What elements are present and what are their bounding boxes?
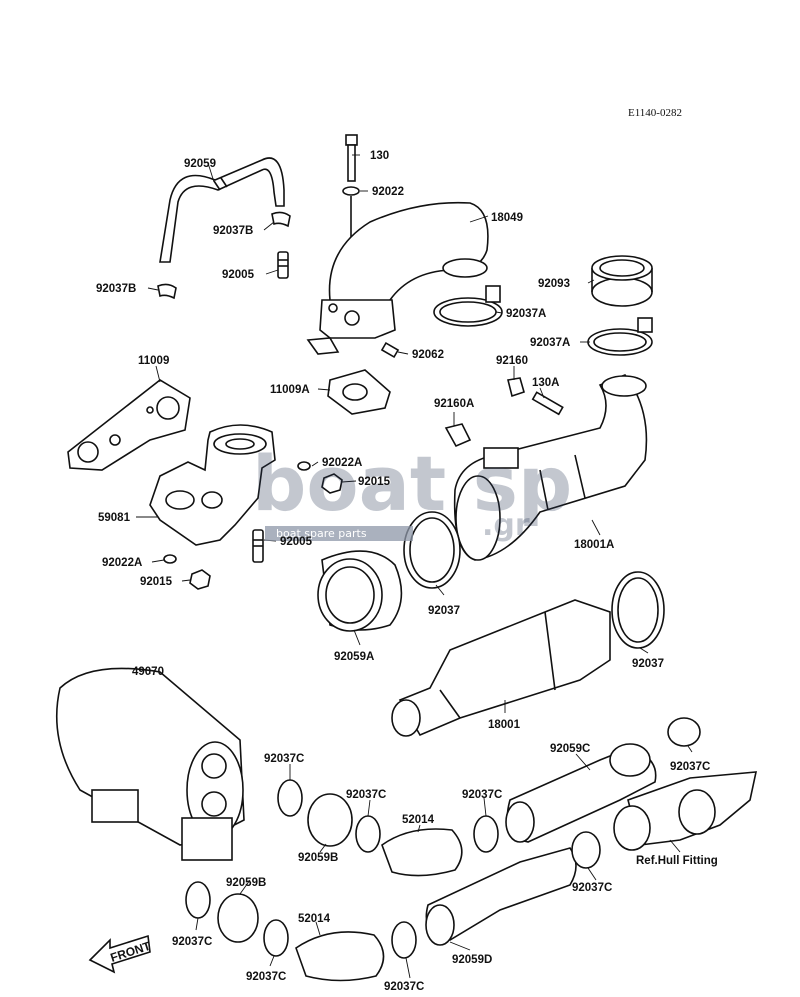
part-label-p29: 92059C <box>550 743 590 755</box>
part-label-p5: 92037B <box>213 225 253 237</box>
part-label-p2: 130 <box>370 150 389 162</box>
nut-92015-lower <box>189 569 211 590</box>
hose-92059b-lower <box>217 893 259 943</box>
part-label-p19: 59081 <box>98 512 131 524</box>
part-label-p31: 92037C <box>264 753 304 765</box>
part-labels: 92059 130 92022 18049 92037B 92005 92037… <box>96 150 718 993</box>
drawing-code: E1140-0282 <box>628 107 682 119</box>
clamp-92037c-b <box>355 815 381 853</box>
part-label-p24: 92037 <box>428 605 460 617</box>
elbow-52014-upper <box>381 828 463 877</box>
part-label-p32: 92037C <box>346 789 386 801</box>
part-label-p23: 92015 <box>140 576 173 588</box>
clamp-92037c-a <box>277 779 303 817</box>
front-arrow-icon <box>88 934 151 974</box>
coupler-92093 <box>591 277 653 307</box>
part-label-p27: 49070 <box>132 666 164 678</box>
fitting-92005-upper <box>277 251 289 279</box>
grommet-92160 <box>507 377 525 398</box>
part-label-p1: 92059 <box>184 158 216 170</box>
part-label-p20: 92005 <box>280 536 313 548</box>
part-label-p16: 92160A <box>434 398 474 410</box>
part-label-p12: 92062 <box>412 349 444 361</box>
bolt-130a <box>531 391 564 416</box>
clamp-92037c-d <box>667 717 701 747</box>
watermark-domain: .gr <box>482 508 530 543</box>
part-label-p37: 92037C <box>572 882 612 894</box>
part-label-p18: 92015 <box>358 476 391 488</box>
clamp-92037b-lower <box>157 283 177 300</box>
part-label-p21: 18001A <box>574 539 614 551</box>
part-label-p22: 92022A <box>102 557 142 569</box>
part-label-p6: 92005 <box>222 269 255 281</box>
clamp-92037c-c <box>473 815 499 853</box>
part-label-p7: 92037B <box>96 283 136 295</box>
clamp-92037c-g <box>391 921 417 959</box>
part-label-p40: 92037C <box>172 936 212 948</box>
watermark-brand: boat sp <box>252 439 572 528</box>
exhaust-pipe-18049 <box>328 201 489 323</box>
washer-92022a-lower <box>163 554 177 564</box>
manifold-59081 <box>149 424 276 546</box>
watermark: boat sp boat spare parts .gr <box>252 439 572 543</box>
part-label-p3: 92022 <box>372 186 404 198</box>
nut-92015-upper <box>321 473 343 494</box>
part-label-p13: 92160 <box>496 355 528 367</box>
clamp-92037c-f <box>263 919 289 957</box>
hose-92059 <box>159 157 285 263</box>
washer-92022 <box>342 186 360 196</box>
part-label-p15: 130A <box>532 377 560 389</box>
part-label-p26: 92037 <box>632 658 664 670</box>
part-label-p11: 11009 <box>138 355 169 367</box>
part-label-p28: 18001 <box>488 719 521 731</box>
grommet-92160a <box>444 423 472 448</box>
exhaust-system-artwork <box>55 134 758 982</box>
hose-92059b-upper <box>307 793 353 847</box>
part-label-p41: 92037C <box>246 971 286 983</box>
clamp-92037c-e <box>185 881 211 919</box>
watermark-tagline: boat spare parts <box>276 527 367 540</box>
part-label-p34: 92037C <box>462 789 502 801</box>
cone-pipe-18001 <box>398 599 611 737</box>
part-label-p35: 92059B <box>298 852 338 864</box>
clamp-92037b-upper <box>271 211 291 228</box>
part-label-p10: 92037A <box>530 337 570 349</box>
part-label-p4: 18049 <box>491 212 523 224</box>
part-label-p36: Ref.Hull Fitting <box>636 855 718 867</box>
bolt-130 <box>345 134 358 146</box>
part-label-p30: 92037C <box>670 761 710 773</box>
part-label-p38: 92059B <box>226 877 266 889</box>
part-label-p42: 92059D <box>452 954 492 966</box>
part-label-p25: 92059A <box>334 651 374 663</box>
part-label-p9: 92037A <box>506 308 546 320</box>
part-label-p43: 92037C <box>384 981 424 993</box>
part-label-p17: 92022A <box>322 457 362 469</box>
part-label-p33: 52014 <box>402 814 435 826</box>
pin-92062 <box>380 341 400 359</box>
part-label-p14: 11009A <box>270 384 310 396</box>
part-label-p8: 92093 <box>538 278 570 290</box>
elbow-52014-lower <box>295 931 385 982</box>
clamp-92037c-h <box>571 831 601 869</box>
part-label-p39: 52014 <box>298 913 331 925</box>
washer-92022a-upper <box>297 461 311 471</box>
